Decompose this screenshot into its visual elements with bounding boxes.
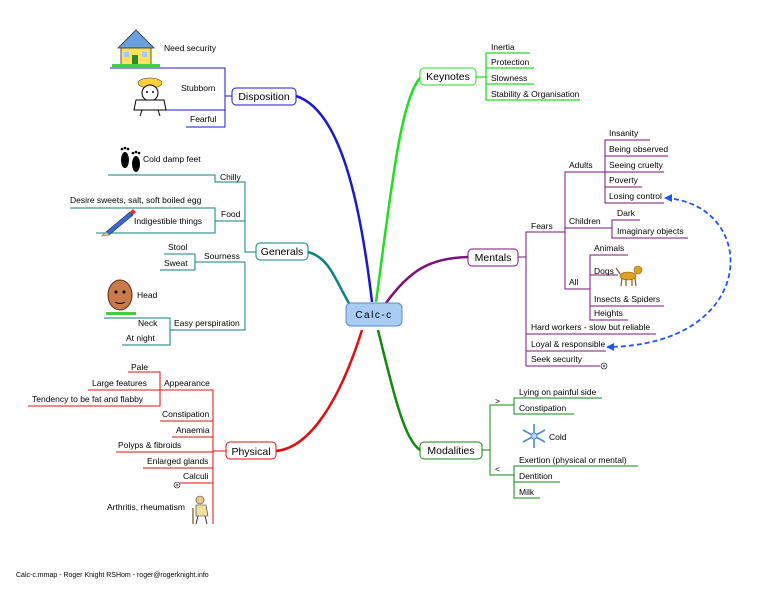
- old-man-icon: [192, 495, 209, 525]
- keynotes-label: Keynotes: [426, 71, 470, 83]
- generals-cold-damp-feet: Cold damp feet: [143, 154, 201, 164]
- relationship-arrow: [607, 197, 732, 348]
- mentals-children-item: Imaginary objects: [617, 226, 684, 236]
- modalities-label: Modalities: [427, 445, 474, 457]
- mentals-all-item: Insects & Spiders: [594, 294, 660, 304]
- modalities-better-item: Exertion (physical or mental): [519, 455, 627, 465]
- branch-keynotes: [374, 77, 421, 303]
- house-icon: [112, 29, 160, 67]
- physical-appearance-item: Large features: [92, 378, 147, 388]
- modalities-better-item: Dentition: [519, 471, 553, 481]
- modalities-better-symbol: <: [495, 464, 500, 474]
- physical-item: Arthritis, rheumatism: [107, 502, 185, 512]
- mentals-all: All: [569, 277, 579, 287]
- disposition-item: Need security: [164, 43, 217, 53]
- keynotes-item: Inertia: [491, 42, 515, 52]
- physical-item: Anaemia: [176, 425, 210, 435]
- modalities-worse-item: Constipation: [519, 403, 567, 413]
- modalities-worse-item: Lying on painful side: [519, 387, 596, 397]
- generals-easy-perspiration: Easy perspiration: [174, 318, 240, 328]
- physical-appearance: Appearance: [164, 378, 210, 388]
- mentals-all-item: Animals: [594, 243, 624, 253]
- physical-item: Polyps & fibroids: [118, 440, 181, 450]
- footer-text: Calc-c.mmap - Roger Knight RSHom - roger…: [16, 572, 209, 579]
- pencil-icon: [101, 209, 136, 237]
- generals-label: Generals: [261, 246, 304, 258]
- keynotes-item: Stability & Organisation: [491, 89, 580, 99]
- branch-generals: [307, 250, 352, 306]
- expand-icon[interactable]: [173, 481, 181, 489]
- keynotes-item: Slowness: [491, 73, 527, 83]
- mentals-children: Children: [569, 216, 601, 226]
- physical-label: Physical: [231, 446, 270, 458]
- expand-icon[interactable]: [600, 362, 608, 370]
- generals-perspiration-item: Head: [137, 290, 158, 300]
- physical-item: Enlarged glands: [147, 456, 208, 466]
- physical-item: Calculi: [183, 471, 209, 481]
- disposition-item: Stubborn: [181, 83, 216, 93]
- physical-appearance-item: Pale: [131, 362, 148, 372]
- mentals-children-item: Dark: [617, 208, 636, 218]
- dog-icon: [615, 265, 643, 287]
- branch-modalities: [376, 329, 421, 452]
- generals-sourness-item: Sweat: [164, 258, 188, 268]
- modalities-better-item: Milk: [519, 487, 535, 497]
- mentals-adults-item: Poverty: [609, 175, 639, 185]
- footprints-icon: [120, 146, 141, 172]
- snowflake-icon: [522, 424, 546, 448]
- mentals-adults: Adults: [569, 160, 593, 170]
- disposition-item: Fearful: [190, 114, 217, 124]
- mentals-adults-item: Losing control: [609, 191, 662, 201]
- mentals-label: Mentals: [475, 252, 512, 264]
- generals-food-item: Desire sweets, salt, soft boiled egg: [70, 195, 202, 205]
- branch-disposition: [295, 94, 374, 303]
- generals-food-item: Indigestible things: [134, 216, 202, 226]
- generals-sourness-item: Stool: [168, 242, 187, 252]
- center-node[interactable]: [345, 302, 403, 327]
- mentals-adults-item: Being observed: [609, 144, 668, 154]
- mentals-all-item: Dogs: [594, 266, 614, 276]
- mentals-item: Seek security: [531, 354, 583, 364]
- center-label: Calc-c: [355, 310, 392, 321]
- branch-mentals: [384, 255, 469, 304]
- generals-perspiration-item: Neck: [138, 318, 158, 328]
- generals-perspiration-item: At night: [126, 333, 155, 343]
- stubborn-man-icon: [133, 77, 167, 117]
- branch-physical: [275, 329, 364, 453]
- mentals-fears: Fears: [531, 221, 553, 231]
- mentals-item: Hard workers - slow but reliable: [531, 322, 650, 332]
- physical-appearance-item: Tendency to be fat and flabby: [32, 394, 144, 404]
- generals-sourness: Sourness: [204, 251, 240, 261]
- disposition-label: Disposition: [238, 91, 290, 103]
- generals-chilly: Chilly: [220, 172, 242, 182]
- mentals-item: Loyal & responsible: [531, 339, 605, 349]
- head-icon: [106, 279, 136, 315]
- mentals-adults-item: Insanity: [609, 128, 639, 138]
- keynotes-item: Protection: [491, 57, 530, 67]
- physical-item: Constipation: [162, 409, 210, 419]
- modalities-cold: Cold: [549, 432, 567, 442]
- generals-food: Food: [221, 209, 241, 219]
- mentals-all-item: Heights: [594, 308, 623, 318]
- modalities-worse-symbol: >: [495, 396, 500, 406]
- mentals-adults-item: Seeing cruelty: [609, 160, 664, 170]
